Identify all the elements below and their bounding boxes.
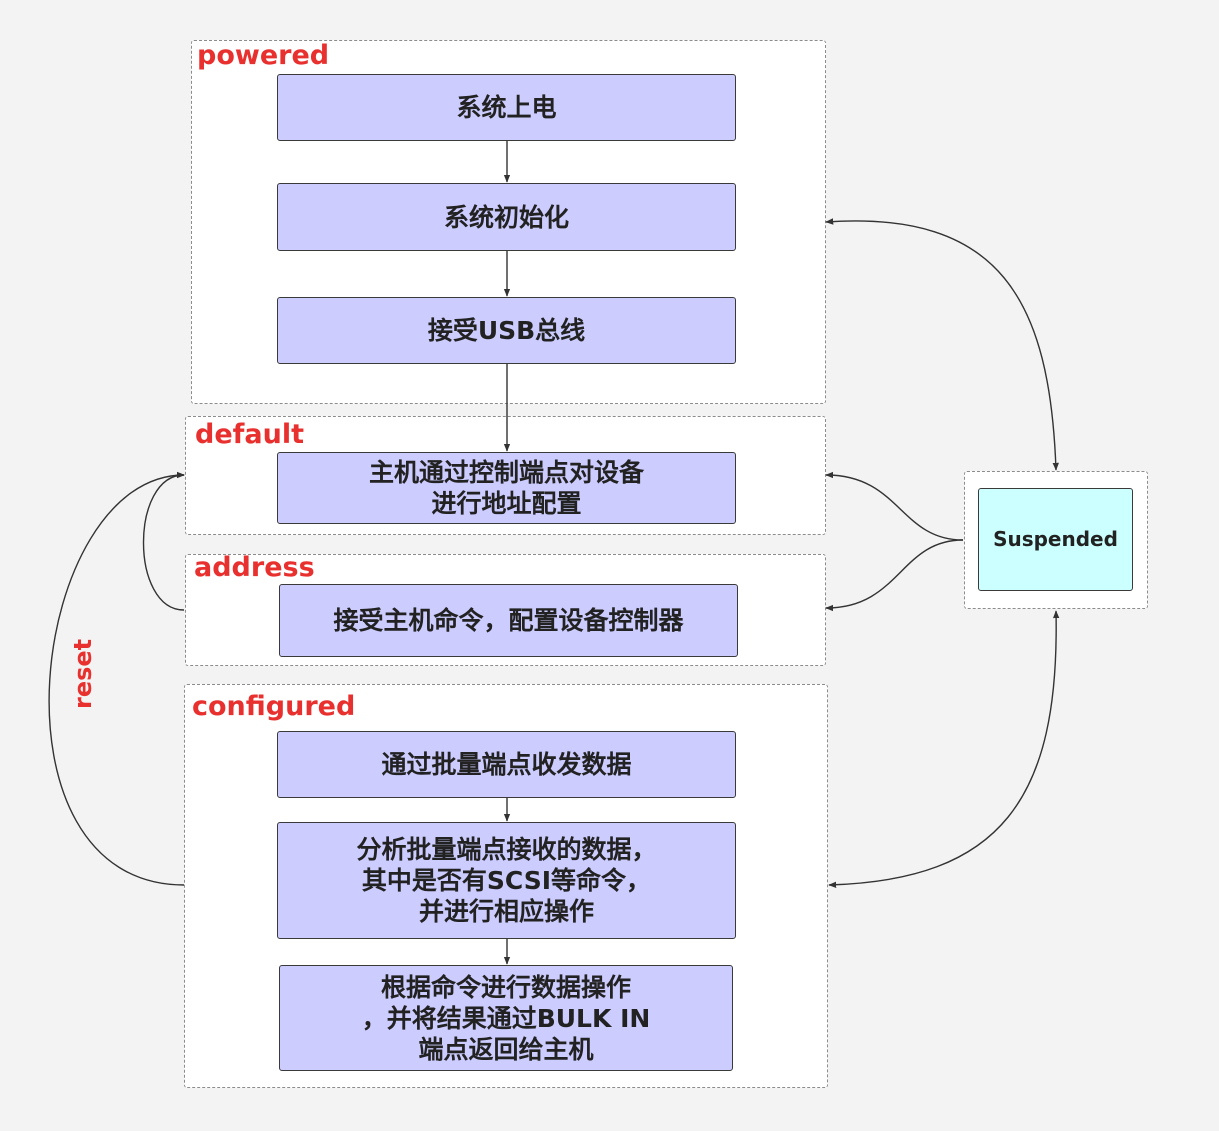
node-accept-usb-bus: 接受USB总线 bbox=[277, 297, 736, 364]
node-power-on: 系统上电 bbox=[277, 74, 736, 141]
group-label-default: default bbox=[195, 419, 304, 450]
node-analyze-bulk-data: 分析批量端点接收的数据， 其中是否有SCSI等命令， 并进行相应操作 bbox=[277, 822, 736, 939]
group-label-address: address bbox=[194, 552, 315, 583]
node-host-address-config: 主机通过控制端点对设备 进行地址配置 bbox=[277, 452, 736, 524]
edge-suspended-default bbox=[825, 471, 964, 541]
edge-suspended-configured bbox=[828, 610, 1060, 888]
node-bulk-transfer: 通过批量端点收发数据 bbox=[277, 731, 736, 798]
node-execute-and-return: 根据命令进行数据操作 ，并将结果通过BULK IN 端点返回给主机 bbox=[279, 965, 733, 1071]
node-accept-host-command: 接受主机命令，配置设备控制器 bbox=[279, 584, 738, 657]
node-suspended: Suspended bbox=[978, 488, 1133, 591]
edge-suspended-powered bbox=[825, 218, 1059, 471]
edge-label-reset: reset bbox=[69, 638, 97, 709]
edge-suspended-address bbox=[825, 539, 964, 612]
edge-address-to-default bbox=[142, 471, 185, 611]
group-label-configured: configured bbox=[192, 691, 356, 722]
node-system-init: 系统初始化 bbox=[277, 183, 736, 251]
group-label-powered: powered bbox=[197, 40, 330, 71]
